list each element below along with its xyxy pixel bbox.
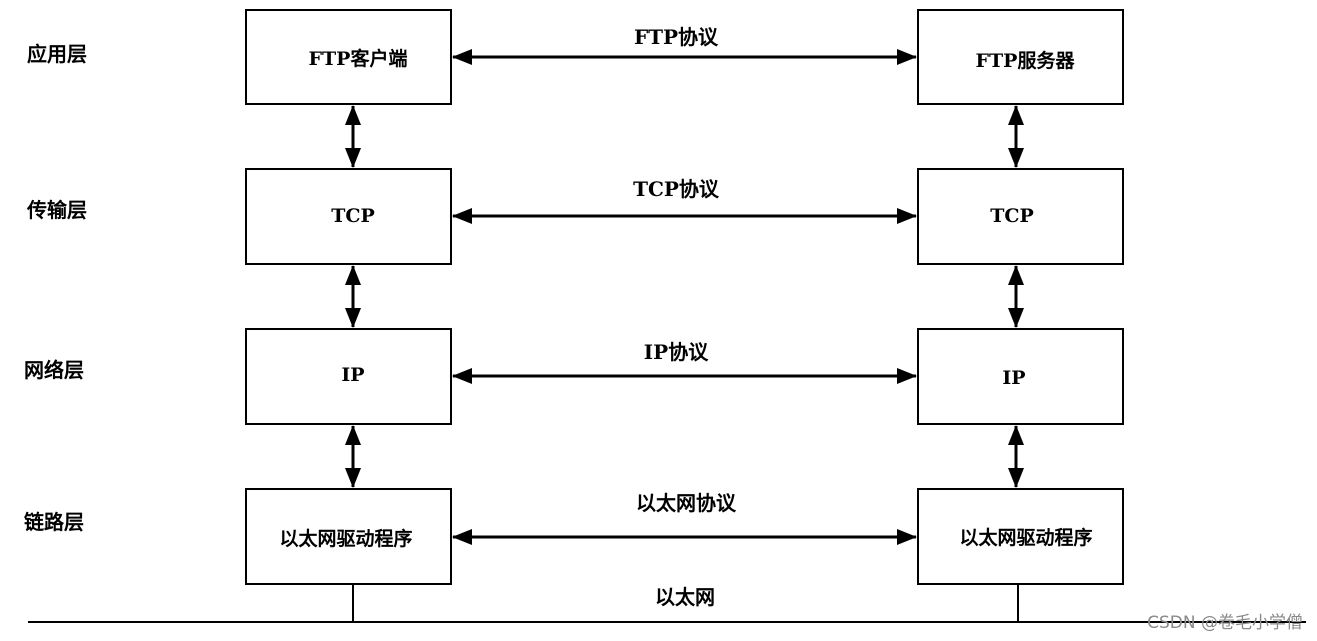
layer-label-transport: 传输层	[26, 198, 87, 222]
left-box-app-text: FTP客户端	[309, 47, 408, 70]
right-box-app	[917, 9, 1124, 105]
layer-label-network: 网络层	[24, 358, 84, 382]
protocol-label-app: FTP协议	[634, 25, 719, 49]
layer-label-link: 链路层	[24, 510, 84, 534]
left-box-transport-text: TCP	[331, 205, 375, 227]
left-box-network-text: IP	[341, 364, 364, 386]
watermark-text: CSDN @卷毛小学僧	[1147, 613, 1303, 633]
right-box-transport	[917, 168, 1124, 265]
right-box-network-text: IP	[1002, 367, 1025, 389]
left-box-network	[245, 328, 452, 425]
layer-label-app: 应用层	[27, 42, 87, 66]
right-box-link-text: 以太网驱动程序	[959, 526, 1092, 549]
protocol-label-transport: TCP协议	[633, 177, 720, 201]
right-box-transport-text: TCP	[990, 205, 1034, 227]
protocol-label-network: IP协议	[644, 340, 709, 364]
ethernet-medium-label: 以太网	[655, 585, 715, 609]
right-box-network	[917, 328, 1124, 425]
right-box-app-text: FTP服务器	[976, 49, 1076, 72]
left-box-link-text: 以太网驱动程序	[279, 527, 412, 550]
left-box-app	[245, 9, 452, 105]
left-box-transport	[245, 168, 452, 265]
protocol-label-link: 以太网协议	[636, 491, 737, 515]
left-box-link	[245, 488, 452, 585]
right-box-link	[917, 488, 1124, 585]
